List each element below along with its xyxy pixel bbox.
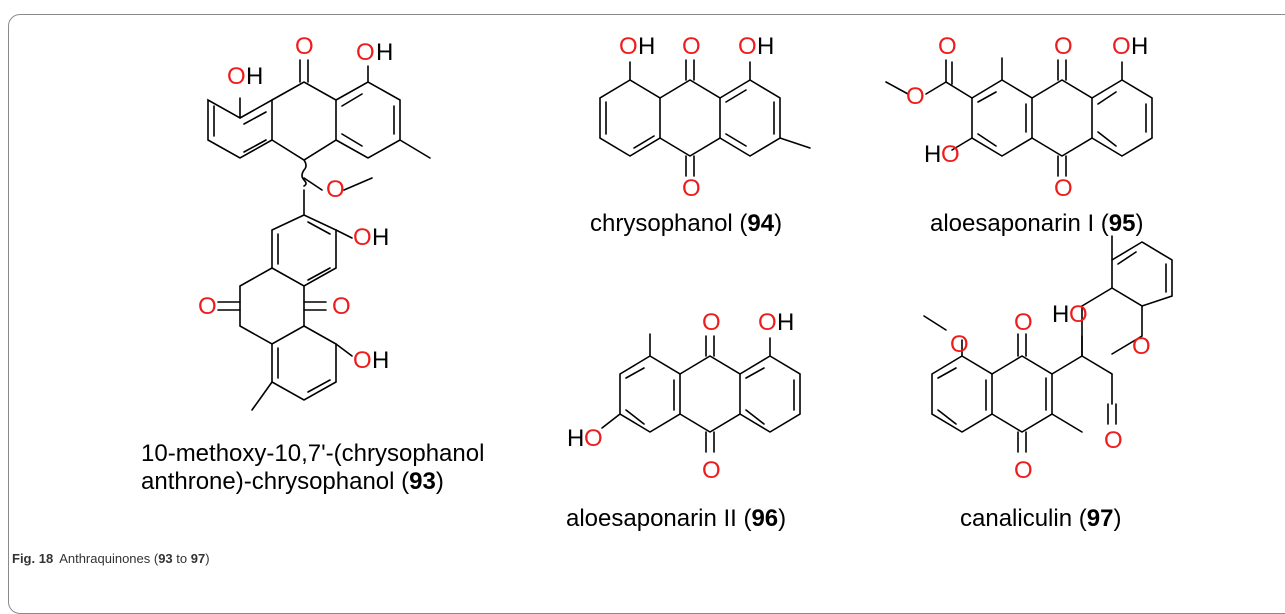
atom-o-methoxy: O — [326, 176, 345, 203]
compound-96-name: aloesaponarin II (96) — [566, 505, 786, 533]
atom-o: O — [906, 83, 925, 110]
compound-suffix: ) — [778, 505, 787, 532]
atom-o: O — [702, 457, 721, 484]
caption-text-after: ) — [205, 551, 210, 566]
atom-h: H — [777, 309, 794, 336]
structure-93-lower — [217, 189, 353, 411]
compound-suffix: ) — [774, 210, 783, 237]
caption-text: Anthraquinones ( — [59, 551, 159, 566]
atom-oh: O — [738, 33, 757, 60]
atom-o: O — [682, 175, 701, 202]
atom-h: H — [757, 33, 774, 60]
figure-label: Fig. 18 — [12, 551, 54, 566]
atom-h: H — [372, 224, 389, 251]
compound-suffix: ) — [1135, 210, 1144, 237]
compound-name: aloesaponarin II ( — [566, 505, 752, 532]
atom-oh: O — [353, 224, 372, 251]
compound-suffix: ) — [435, 468, 444, 495]
structure-96 — [601, 333, 801, 453]
structures-canvas: O H O O H O O H O O O H — [198, 33, 1173, 484]
atom-ho: O — [584, 425, 603, 452]
atom-o: O — [332, 293, 351, 320]
atom-h: H — [376, 39, 393, 66]
atom-o: O — [1054, 175, 1073, 202]
atom-o: O — [1132, 333, 1151, 360]
caption-to-word: to — [172, 551, 191, 566]
compound-93-name: 10-methoxy-10,7'-(chrysophanol anthrone)… — [141, 440, 484, 496]
atom-ho: O — [941, 141, 960, 168]
structure-94 — [599, 59, 811, 177]
structure-95 — [885, 57, 1153, 177]
atom-h: H — [567, 425, 584, 452]
compound-number: 94 — [747, 210, 775, 237]
atom-oh: O — [1112, 33, 1131, 60]
atom-oh: O — [227, 63, 246, 90]
compound-name-line2: anthrone)-chrysophanol ( — [141, 468, 410, 495]
compound-95-name: aloesaponarin I (95) — [930, 210, 1143, 238]
structure-97 — [923, 235, 1173, 453]
compound-number: 93 — [409, 468, 436, 495]
compound-number: 97 — [1086, 505, 1114, 532]
atom-h: H — [1052, 301, 1069, 328]
figure-caption: Fig. 18 Anthraquinones (93 to 97) — [12, 551, 210, 566]
atom-o: O — [702, 309, 721, 336]
atom-o: O — [1014, 457, 1033, 484]
atom-h: H — [1131, 33, 1148, 60]
caption-from: 93 — [158, 551, 173, 566]
compound-number: 95 — [1108, 210, 1136, 237]
caption-to: 97 — [190, 551, 206, 566]
structure-93 — [207, 59, 431, 191]
atom-o-methoxy: O — [950, 331, 969, 358]
compound-97-name: canaliculin (97) — [960, 505, 1121, 533]
atom-oh: O — [356, 39, 375, 66]
atom-o: O — [295, 33, 314, 60]
atom-o: O — [938, 33, 957, 60]
atom-oh: O — [353, 347, 372, 374]
compound-suffix: ) — [1113, 505, 1122, 532]
atom-oh: O — [619, 33, 638, 60]
atom-h: H — [924, 141, 941, 168]
atom-h: H — [638, 33, 655, 60]
atom-h: H — [246, 63, 263, 90]
atom-o: O — [1054, 33, 1073, 60]
atom-o: O — [1014, 309, 1033, 336]
compound-name: canaliculin ( — [960, 505, 1087, 532]
atom-ho: O — [1069, 301, 1088, 328]
compound-name: aloesaponarin I ( — [930, 210, 1109, 237]
compound-number: 96 — [751, 505, 779, 532]
compound-94-name: chrysophanol (94) — [590, 210, 782, 238]
compound-name-line1: 10-methoxy-10,7'-(chrysophanol — [141, 440, 485, 467]
atom-o: O — [1104, 427, 1123, 454]
atom-oh: O — [758, 309, 777, 336]
compound-name: chrysophanol ( — [590, 210, 748, 237]
atom-h: H — [372, 347, 389, 374]
atom-o: O — [682, 33, 701, 60]
atom-o: O — [198, 293, 217, 320]
